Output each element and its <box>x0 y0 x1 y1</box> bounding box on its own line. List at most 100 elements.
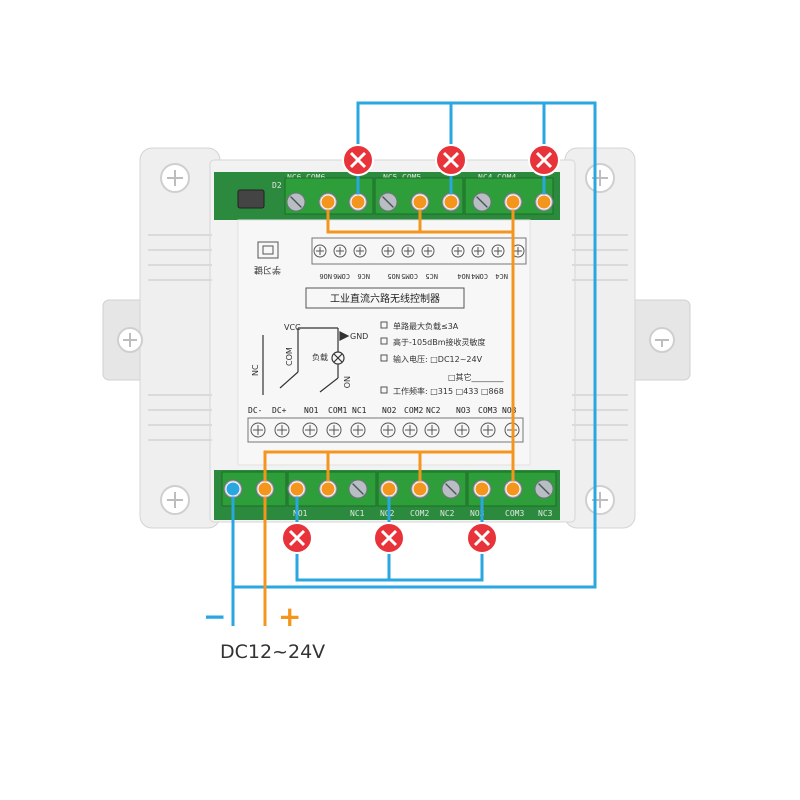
bottom-pcb-text-2: NO2 <box>380 509 395 518</box>
top-terminal-name-6: NO4 <box>457 272 470 280</box>
terminal-dot-7 <box>289 481 305 497</box>
panel-bottom-screw-2 <box>302 422 318 438</box>
spec-checklist: 单路最大负载≤3A 高于-105dBm接收灵敏度 输入电压: □DC12~24V… <box>380 321 505 396</box>
top-terminal-name-8: NC4 <box>495 272 508 280</box>
top-terminal-name-1: COM6 <box>333 272 350 280</box>
top-terminal-name-0: NO6 <box>319 272 332 280</box>
title-box <box>305 287 465 309</box>
spec-0: 单路最大负载≤3A <box>393 321 459 331</box>
lamp-icon <box>435 144 467 176</box>
learn-key-icon <box>257 241 279 259</box>
top-screw-6[interactable] <box>472 192 492 212</box>
terminal-dot-5 <box>536 194 552 210</box>
bottom-pcb-text: NO1 NC1 NO2 COM2 NC2 NO3 COM3 NC3 <box>293 509 553 518</box>
blue-top-bus <box>233 101 597 589</box>
terminal-dot-9 <box>381 481 397 497</box>
top-terminal-name-2: NC6 <box>357 272 370 280</box>
bottom-terminal-name-5: NO2 <box>382 406 397 415</box>
top-screw-3[interactable] <box>378 192 398 212</box>
top-terminal-name-3: NO5 <box>387 272 400 280</box>
lamp-icon <box>466 522 498 554</box>
lamp-icon <box>342 144 374 176</box>
top-pcb-text-6: D2 <box>272 181 282 190</box>
terminal-dot-8 <box>320 481 336 497</box>
orange-top-com-bus <box>326 200 513 234</box>
panel-bottom-screw-1 <box>274 422 290 438</box>
top-screw-0[interactable] <box>286 192 306 212</box>
bottom-screw-7[interactable] <box>441 479 461 499</box>
schematic-vcc: VCC <box>284 323 301 332</box>
panel-bottom-screw-5 <box>380 422 396 438</box>
terminal-dot-6 <box>257 481 273 497</box>
spec-2: 输入电压: □DC12~24V <box>393 354 483 364</box>
schematic-load: 负载 <box>312 352 328 362</box>
terminal-dot-0 <box>320 194 336 210</box>
panel-top-screw-6 <box>451 244 465 258</box>
bottom-terminal-name-7: NC2 <box>426 406 441 415</box>
bottom-terminal-name-0: DC- <box>248 406 262 415</box>
panel-bottom-screw-9 <box>480 422 496 438</box>
panel-top-screw-8 <box>491 244 505 258</box>
bottom-terminal-name-9: COM3 <box>478 406 497 415</box>
spec-3: □其它________ <box>448 372 505 382</box>
terminal-dot-13 <box>225 481 241 497</box>
schematic-nc: NC <box>251 364 260 376</box>
load-lamps <box>281 144 560 554</box>
schematic-gnd: GND <box>350 332 368 341</box>
bottom-terminal-name-1: DC+ <box>272 406 287 415</box>
panel-bottom-screw-4 <box>350 422 366 438</box>
lamp-icon <box>528 144 560 176</box>
panel-top-screws <box>313 244 525 258</box>
panel-top-screw-1 <box>333 244 347 258</box>
bottom-terminal-name-3: COM1 <box>328 406 347 415</box>
terminal-dot-1 <box>350 194 366 210</box>
panel-bottom-screw-3 <box>326 422 342 438</box>
supply-positive-label: + <box>278 600 301 633</box>
lamp-icon <box>373 522 405 554</box>
spec-1: 高于-105dBm接收灵敏度 <box>393 337 486 347</box>
panel-bottom-screw-7 <box>424 422 440 438</box>
bottom-terminal-name-10: NO3 <box>502 406 517 415</box>
panel-bottom-screw-8 <box>454 422 470 438</box>
mounting-screw-holes <box>117 163 675 515</box>
schematic-no: NO <box>342 376 351 388</box>
top-terminal-name-4: COM5 <box>401 272 418 280</box>
bottom-pcb-text-5: NO3 <box>470 509 485 518</box>
supply-negative-label: − <box>203 600 226 633</box>
panel-bottom-screw-6 <box>402 422 418 438</box>
terminal-dot-11 <box>474 481 490 497</box>
end-cap-grooves <box>148 234 628 441</box>
mounting-screw-slots <box>123 170 669 508</box>
lamp-icon <box>281 522 313 554</box>
panel-top-screw-7 <box>471 244 485 258</box>
panel-top-screw-0 <box>313 244 327 258</box>
panel-top-screw-5 <box>421 244 435 258</box>
learn-key-label: 学习键 <box>254 264 281 276</box>
panel-top-screw-3 <box>381 244 395 258</box>
bottom-pcb-text-7: NC3 <box>538 509 553 518</box>
terminal-dot-2 <box>412 194 428 210</box>
relay-schematic <box>262 327 350 395</box>
bottom-pcb-text-6: COM3 <box>505 509 524 518</box>
panel-bottom-screw-0 <box>250 422 266 438</box>
learn-button[interactable] <box>237 189 265 209</box>
panel-top-screw-2 <box>353 244 367 258</box>
bottom-screw-4[interactable] <box>348 479 368 499</box>
orange-dc-plus <box>263 450 515 488</box>
terminal-connection-dots <box>225 194 552 497</box>
bottom-screw-10[interactable] <box>534 479 554 499</box>
left-end-cap <box>139 147 221 529</box>
relay-schematic-labels: VCC GND 负载 NC COM NO <box>251 323 368 388</box>
bottom-terminal-name-2: NO1 <box>304 406 319 415</box>
bottom-terminal-name-4: NC1 <box>352 406 367 415</box>
top-terminal-name-5: NC5 <box>425 272 438 280</box>
schematic-com: COM <box>285 347 294 366</box>
terminal-dot-4 <box>505 194 521 210</box>
bottom-pcb-text-1: NC1 <box>350 509 365 518</box>
module-title: 工业直流六路无线控制器 <box>330 292 440 305</box>
spec-4: 工作频率: □315 □433 □868 <box>393 386 504 396</box>
bottom-pcb-text-3: COM2 <box>410 509 429 518</box>
